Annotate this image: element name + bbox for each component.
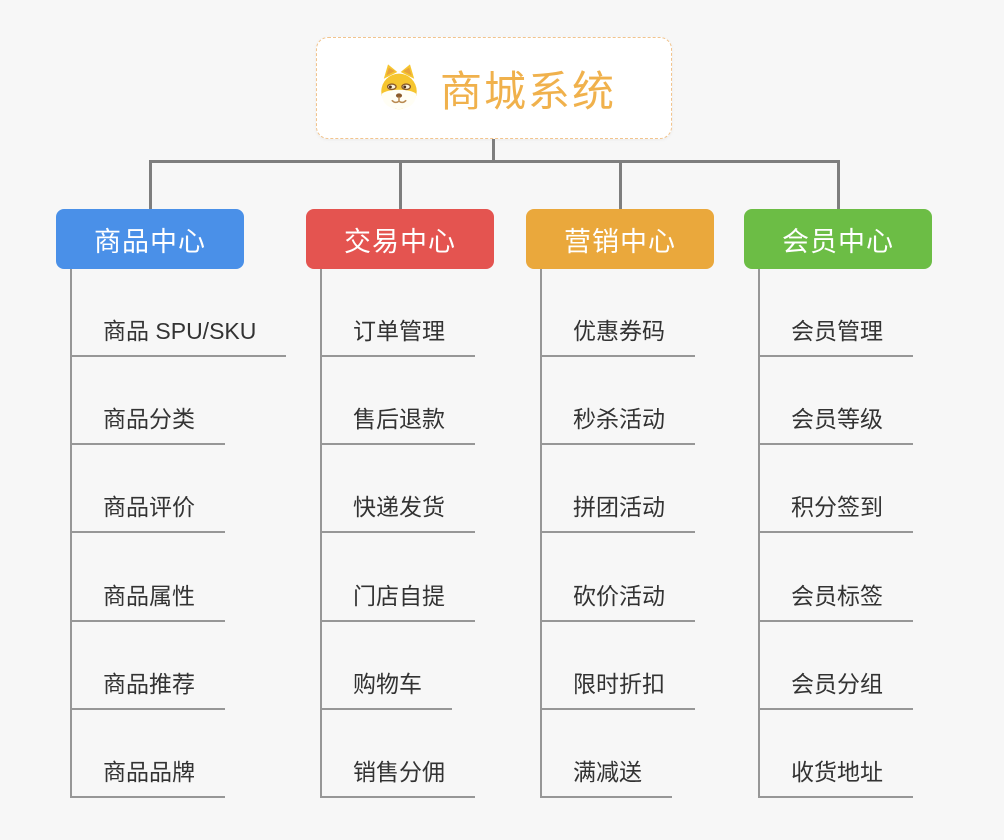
branch-item[interactable]: 优惠券码 (542, 312, 695, 358)
branch-item[interactable]: 订单管理 (322, 312, 475, 358)
branch-drop-line (618, 160, 622, 209)
branch-column-trade-center: 交易中心 订单管理售后退款快递发货门店自提购物车销售分佣 (306, 209, 494, 798)
root-node-label: 商城系统 (439, 67, 616, 115)
branch-item-slot: 订单管理 (322, 269, 494, 358)
branch-item-slot: 秒杀活动 (542, 357, 714, 446)
branch-item[interactable]: 限时折扣 (542, 665, 695, 710)
branch-item[interactable]: 秒杀活动 (542, 400, 695, 446)
branch-items: 优惠券码秒杀活动拼团活动砍价活动限时折扣满减送 (540, 269, 714, 798)
branch-item-slot: 商品评价 (72, 445, 244, 534)
branch-item[interactable]: 商品属性 (72, 577, 225, 622)
root-node[interactable]: 商城系统 (316, 37, 672, 139)
branch-items: 订单管理售后退款快递发货门店自提购物车销售分佣 (320, 269, 494, 798)
branch-item-slot: 会员分组 (760, 622, 932, 710)
branch-label: 会员中心 (782, 226, 894, 257)
branch-column-member-center: 会员中心 会员管理会员等级积分签到会员标签会员分组收货地址 (744, 209, 932, 798)
branch-item[interactable]: 购物车 (322, 665, 452, 710)
branch-item-slot: 售后退款 (322, 357, 494, 446)
branch-column-marketing-center: 营销中心 优惠券码秒杀活动拼团活动砍价活动限时折扣满减送 (526, 209, 714, 798)
branch-item-slot: 会员管理 (760, 269, 932, 358)
branch-item-slot: 购物车 (322, 622, 494, 710)
branch-item-slot: 优惠券码 (542, 269, 714, 358)
branch-item-slot: 商品 SPU/SKU (72, 269, 287, 358)
branch-item[interactable]: 商品品牌 (72, 753, 225, 798)
branch-item-slot: 商品属性 (72, 533, 244, 622)
branch-label: 营销中心 (564, 226, 676, 257)
branch-item-slot: 满减送 (542, 710, 714, 798)
branch-item-slot: 销售分佣 (322, 710, 494, 798)
branch-item[interactable]: 砍价活动 (542, 577, 695, 622)
branch-item-slot: 商品分类 (72, 357, 244, 446)
branch-column-product-center: 商品中心 商品 SPU/SKU 商品分类商品评价商品属性商品推荐商品品牌 (56, 209, 287, 798)
branch-item[interactable]: 会员分组 (760, 665, 913, 710)
branch-label: 交易中心 (344, 226, 456, 257)
branch-item-slot: 会员标签 (760, 533, 932, 622)
branch-item[interactable]: 商品评价 (72, 488, 225, 534)
branch-items: 会员管理会员等级积分签到会员标签会员分组收货地址 (758, 269, 932, 798)
root-stem-line (492, 139, 495, 160)
branch-item[interactable]: 会员等级 (760, 400, 913, 446)
branch-item-slot: 积分签到 (760, 445, 932, 534)
branch-item[interactable]: 门店自提 (322, 577, 475, 622)
branch-item-slot: 商品推荐 (72, 622, 244, 710)
dog-face-icon (372, 61, 426, 115)
branch-item[interactable]: 商品 SPU/SKU (72, 312, 287, 358)
branch-item[interactable]: 满减送 (542, 753, 672, 798)
branch-item-slot: 砍价活动 (542, 533, 714, 622)
branch-drop-line (148, 160, 152, 209)
branch-item-slot: 会员等级 (760, 357, 932, 446)
branch-item[interactable]: 商品分类 (72, 400, 225, 446)
branch-horizontal-line (149, 160, 840, 163)
branch-item[interactable]: 拼团活动 (542, 488, 695, 534)
branch-item-slot: 快递发货 (322, 445, 494, 534)
branch-item-slot: 拼团活动 (542, 445, 714, 534)
branch-header-trade-center[interactable]: 交易中心 (306, 209, 494, 269)
branch-label: 商品中心 (94, 226, 206, 257)
branch-item[interactable]: 快递发货 (322, 488, 475, 534)
branch-item[interactable]: 售后退款 (322, 400, 475, 446)
branch-header-member-center[interactable]: 会员中心 (744, 209, 932, 269)
branch-header-marketing-center[interactable]: 营销中心 (526, 209, 714, 269)
branch-header-product-center[interactable]: 商品中心 (56, 209, 244, 269)
branch-item[interactable]: 商品推荐 (72, 665, 225, 710)
branch-item-slot: 收货地址 (760, 710, 932, 798)
branch-items: 商品 SPU/SKU 商品分类商品评价商品属性商品推荐商品品牌 (70, 269, 287, 798)
branch-item-slot: 限时折扣 (542, 622, 714, 710)
branch-item[interactable]: 会员标签 (760, 577, 913, 622)
branch-item-slot: 门店自提 (322, 533, 494, 622)
branch-drop-line (398, 160, 402, 209)
branch-item-slot: 商品品牌 (72, 710, 244, 798)
branch-drop-line (836, 160, 840, 209)
branch-item[interactable]: 会员管理 (760, 312, 913, 358)
branch-item[interactable]: 积分签到 (760, 488, 913, 534)
branch-item[interactable]: 收货地址 (760, 753, 913, 798)
branch-item[interactable]: 销售分佣 (322, 753, 475, 798)
